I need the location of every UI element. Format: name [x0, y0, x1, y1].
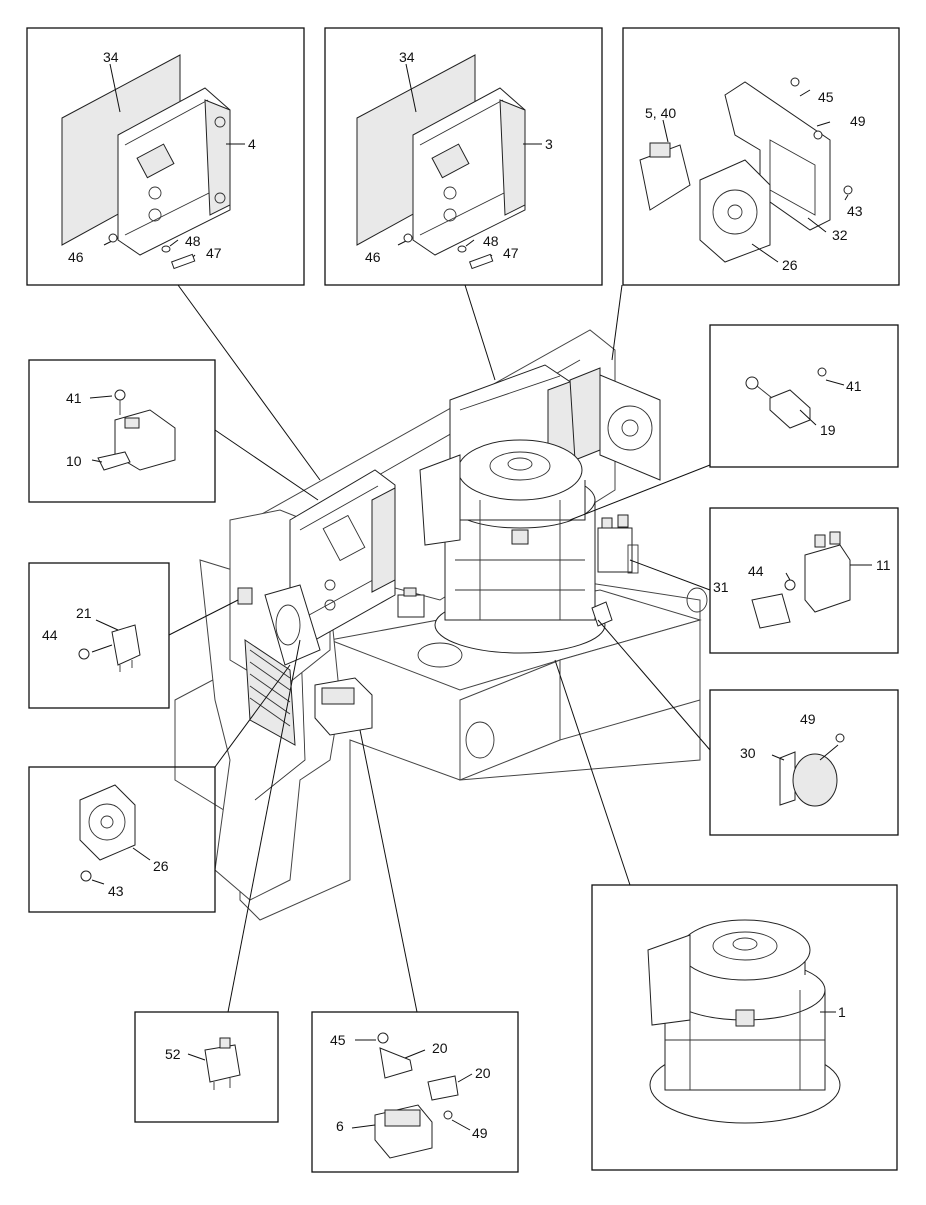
box-k-label-4: 49	[472, 1125, 488, 1141]
detail-box-d: 41 10	[28, 359, 216, 503]
box-j-label-0: 52	[165, 1046, 181, 1062]
box-i-label-0: 26	[153, 858, 169, 874]
box-d-label-1: 10	[66, 453, 82, 469]
detail-box-k: 45 20 20 6 49	[311, 1011, 519, 1173]
box-c-label-4: 32	[832, 227, 848, 243]
main-motor	[419, 439, 606, 654]
box-c-label-2: 49	[850, 113, 866, 129]
box-g-label-0: 44	[748, 563, 764, 579]
box-k-label-3: 6	[336, 1118, 344, 1134]
box-b-label-4: 47	[503, 245, 519, 261]
box-l-label-0: 1	[838, 1004, 846, 1020]
box-e-label-1: 19	[820, 422, 836, 438]
box-a-label-0: 34	[103, 49, 119, 65]
detail-box-a: 34 4 46 48 47	[26, 27, 305, 286]
detail-box-i: 26 43	[28, 766, 216, 913]
box-c-label-1: 45	[818, 89, 834, 105]
box-c-label-3: 43	[847, 203, 863, 219]
box-f-label-1: 44	[42, 627, 58, 643]
main-relay	[397, 587, 425, 618]
detail-box-g: 44 11 31	[709, 507, 899, 654]
box-i-label-1: 43	[108, 883, 124, 899]
main-resistor	[314, 677, 373, 736]
main-side-fan	[237, 584, 321, 666]
box-a-label-3: 48	[185, 233, 201, 249]
box-a-label-1: 4	[248, 136, 256, 152]
detail-box-h: 49 30	[709, 689, 899, 836]
box-d-label-0: 41	[66, 390, 82, 406]
main-contactor	[597, 514, 639, 574]
detail-box-j: 52	[134, 1011, 279, 1123]
box-b-label-0: 34	[399, 49, 415, 65]
detail-box-b: 34 3 46 48 47	[324, 27, 603, 286]
box-h-label-1: 30	[740, 745, 756, 761]
box-a-label-2: 46	[68, 249, 84, 265]
box-b-label-1: 3	[545, 136, 553, 152]
box-b-label-2: 46	[365, 249, 381, 265]
box-a-label-4: 47	[206, 245, 222, 261]
detail-box-e: 41 19	[709, 324, 899, 468]
box-k-label-2: 20	[475, 1065, 491, 1081]
box-k-label-1: 20	[432, 1040, 448, 1056]
box-c-label-0: 5, 40	[645, 105, 676, 121]
box-e-label-0: 41	[846, 378, 862, 394]
box-c-label-5: 26	[782, 257, 798, 273]
detail-box-f: 21 44	[28, 562, 170, 709]
box-h-label-0: 49	[800, 711, 816, 727]
box-k-label-0: 45	[330, 1032, 346, 1048]
box-g-label-2: 31	[713, 579, 729, 595]
box-f-label-0: 21	[76, 605, 92, 621]
detail-box-l: 1	[591, 884, 898, 1171]
main-assembly	[174, 329, 708, 921]
box-g-label-1: 11	[876, 557, 891, 573]
main-fan	[569, 367, 661, 481]
callout-leaders	[168, 284, 711, 1013]
detail-box-c: 5, 40 45 49 43 32 26	[622, 27, 900, 286]
box-b-label-3: 48	[483, 233, 499, 249]
